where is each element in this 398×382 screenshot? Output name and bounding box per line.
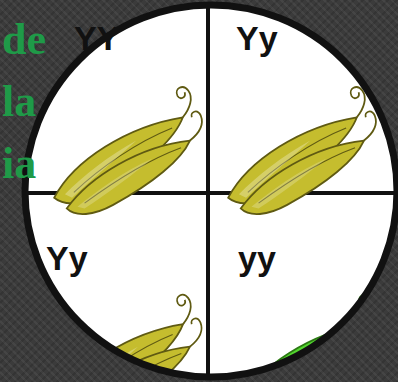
genotype-cell: Yy — [42, 238, 100, 284]
genotype-label: YY — [74, 20, 128, 57]
yellow-pod — [54, 87, 202, 214]
heading-fragment: la — [2, 80, 36, 124]
genotype-label: Yy — [236, 20, 286, 57]
yellow-pod — [58, 295, 201, 382]
genotype-label: yy — [238, 240, 284, 277]
yellow-pod — [228, 87, 376, 214]
genotype-cell: Yy — [232, 18, 290, 64]
heading-fragment: ia — [2, 142, 36, 186]
square-border — [25, 5, 397, 377]
genotype-cell: YY — [70, 18, 132, 64]
genotype-cell: yy — [234, 238, 288, 284]
heading-fragment: de — [2, 18, 46, 62]
genotype-label: Yy — [46, 240, 96, 277]
